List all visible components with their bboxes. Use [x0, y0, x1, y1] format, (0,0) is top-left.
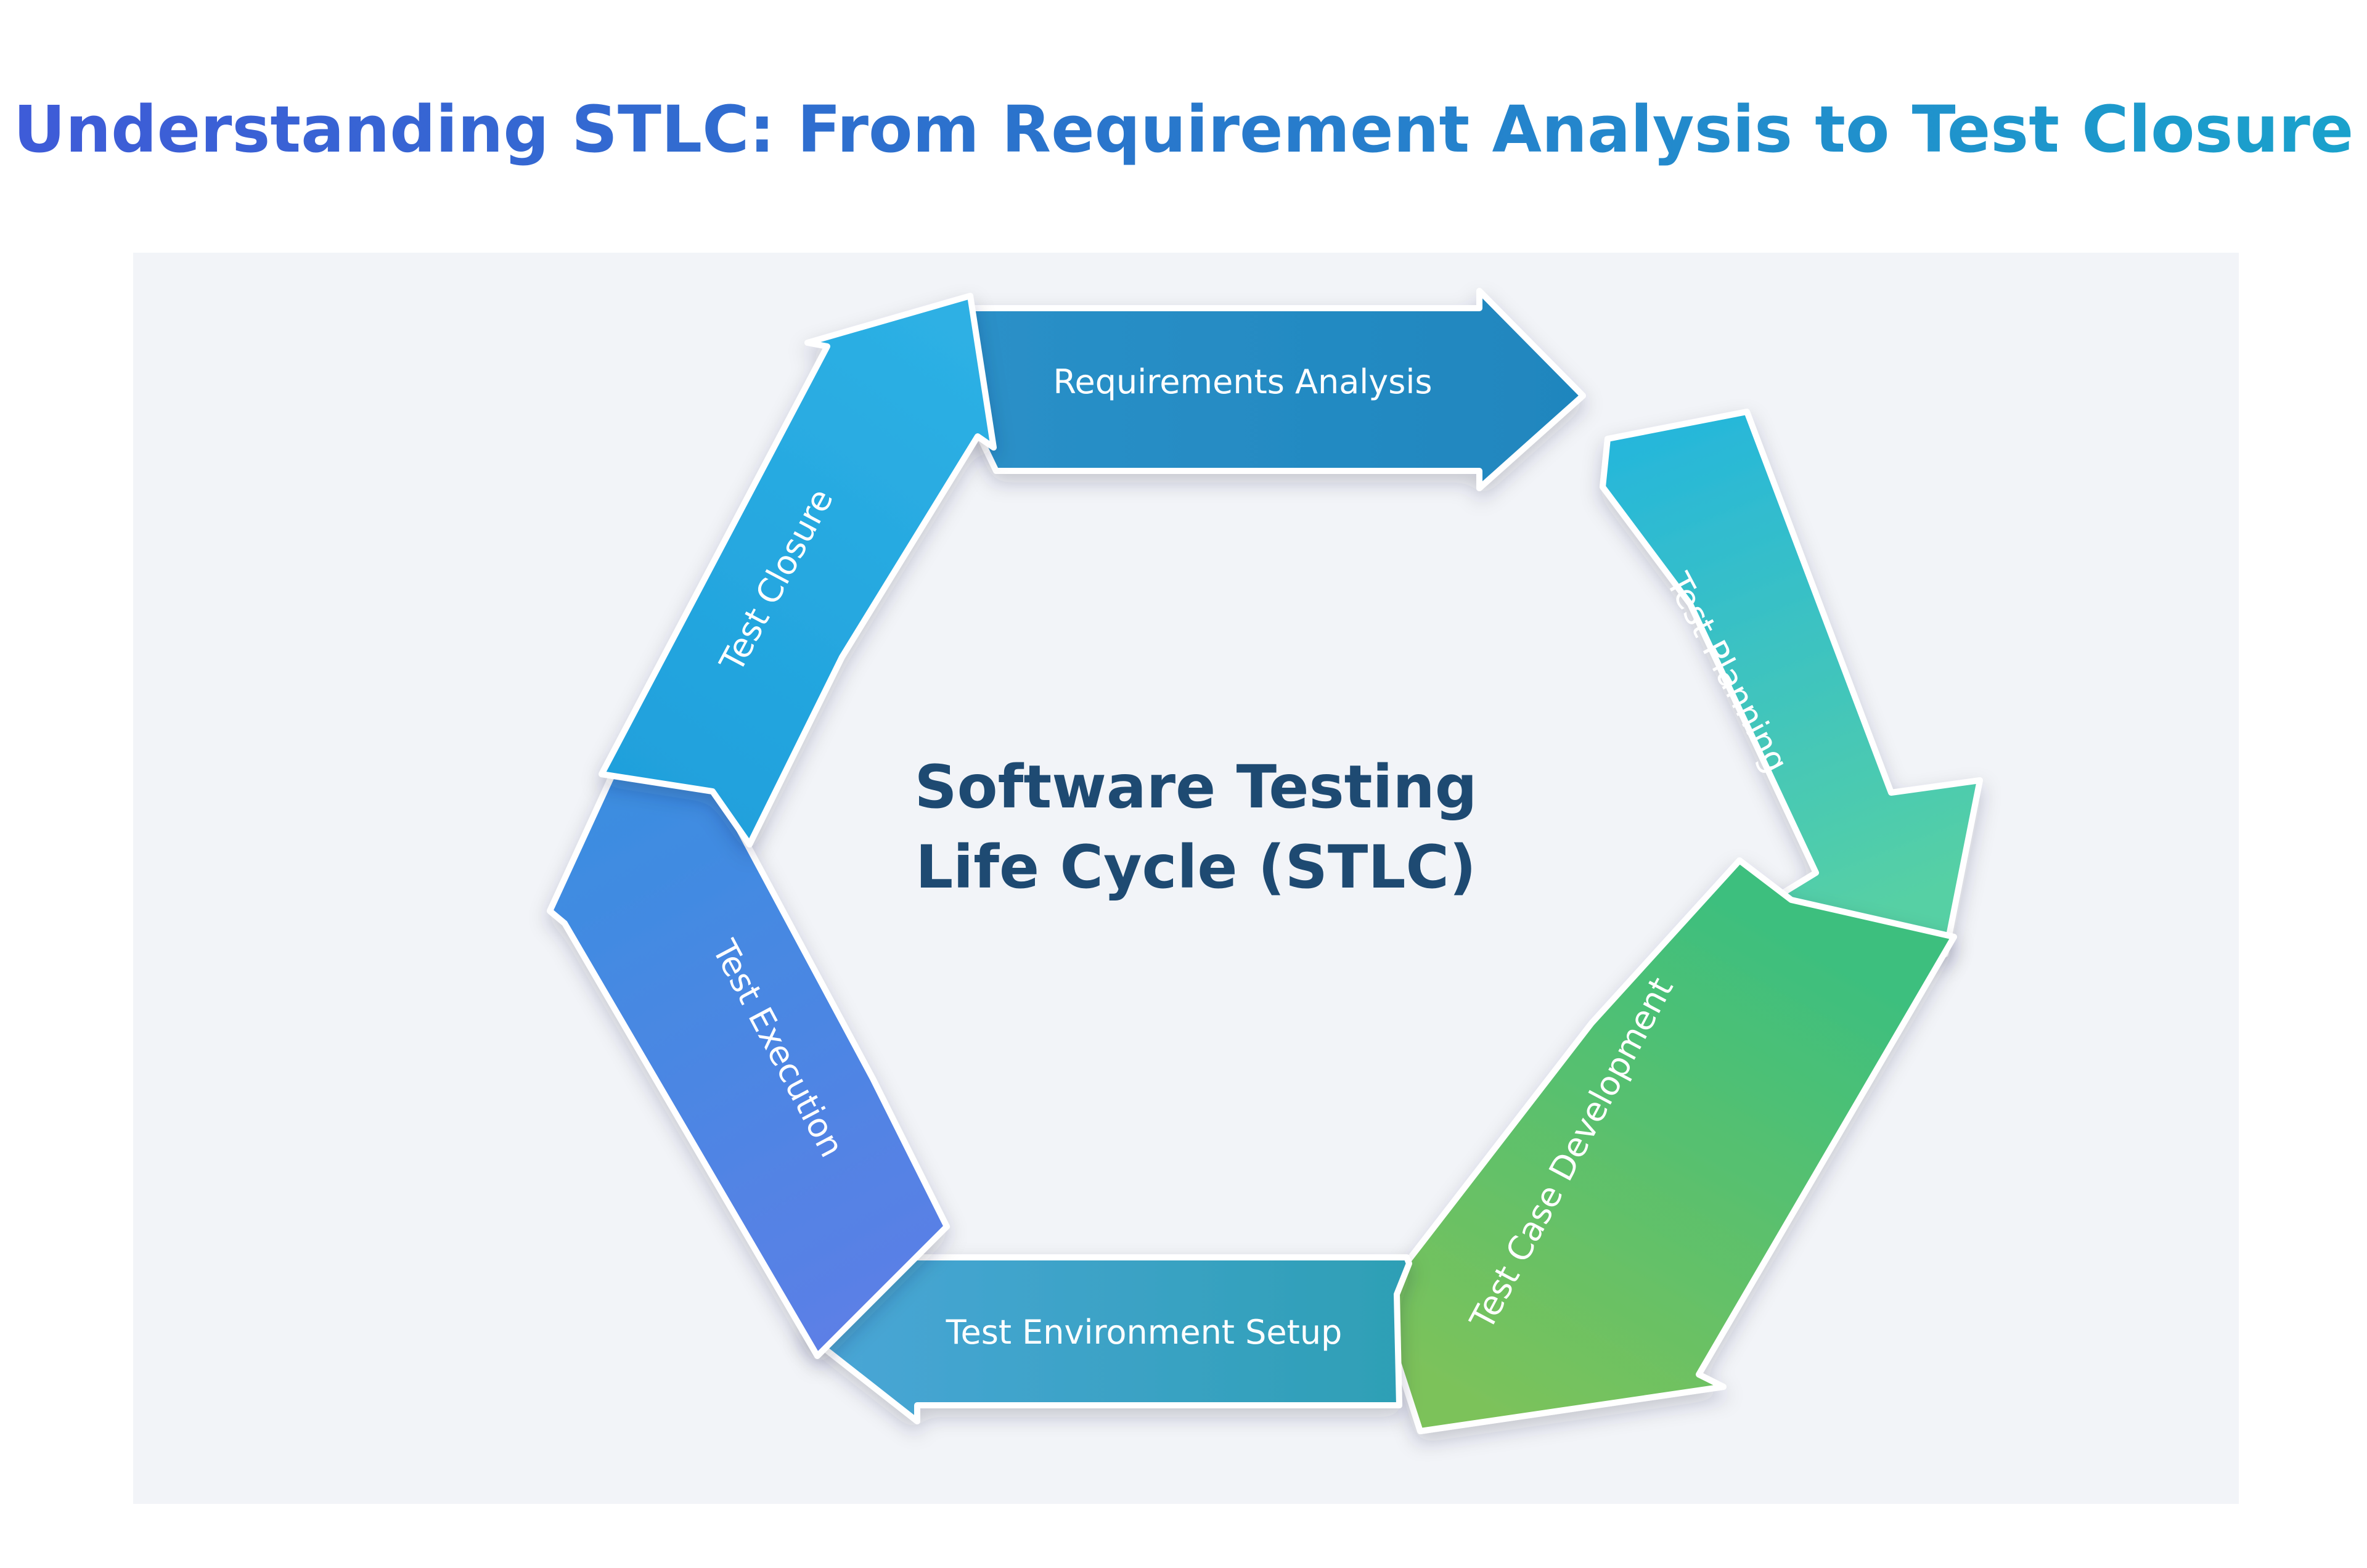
- page-title: Understanding STLC: From Requirement Ana…: [0, 86, 2367, 173]
- step-test-planning: Test Planning: [1600, 409, 1983, 957]
- step-label-requirements-analysis: Requirements Analysis: [1053, 362, 1432, 401]
- step-test-case-development: Test Case Development: [1363, 857, 1957, 1434]
- test-planning-arrow: [1600, 409, 1983, 957]
- test-environment-setup-arrow: [799, 1238, 1412, 1424]
- test-execution-arrow: [547, 757, 950, 1359]
- step-test-environment-setup: Test Environment Setup: [799, 1238, 1412, 1424]
- center-title-line-1: Software Testing: [915, 753, 1478, 822]
- requirements-analysis-arrow: [963, 288, 1586, 491]
- test-closure-arrow: [599, 293, 997, 847]
- test-case-development-arrow: [1363, 857, 1957, 1434]
- step-label-test-environment-setup: Test Environment Setup: [946, 1313, 1343, 1352]
- stlc-diagram: Requirements Analysis Test Planning Test…: [133, 253, 2239, 1504]
- step-requirements-analysis: Requirements Analysis: [963, 288, 1586, 491]
- center-title-line-2: Life Cycle (STLC): [915, 833, 1476, 902]
- step-test-execution: Test Execution: [547, 757, 950, 1359]
- stlc-cycle-svg: Requirements Analysis Test Planning Test…: [547, 288, 1983, 1434]
